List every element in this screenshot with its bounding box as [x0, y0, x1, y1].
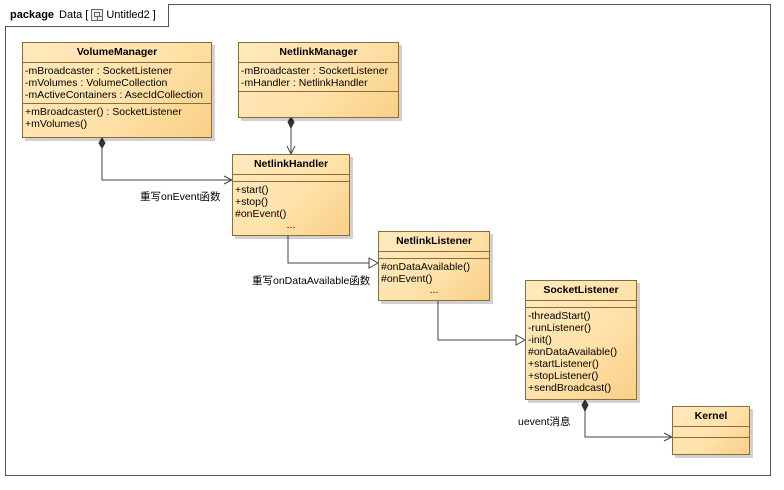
class-netlink-listener[interactable]: NetlinkListener #onDataAvailable() #onEv… [378, 231, 490, 301]
attributes-section [233, 175, 349, 182]
attribute: -mBroadcaster : SocketListener [25, 65, 173, 77]
label-override-on-event: 重写onEvent函数 [140, 191, 221, 203]
operations-section: +mBroadcaster() : SocketListener +mVolum… [23, 104, 211, 132]
operation: #onEvent() [235, 208, 287, 220]
generalization-listener-socketlistener [437, 301, 527, 346]
class-kernel[interactable]: Kernel [672, 406, 750, 455]
operation: +sendBroadcast() [528, 382, 612, 394]
bracket-open: [ [85, 9, 89, 21]
composition-diamond-socketlistener [581, 399, 589, 413]
operation: +startListener() [528, 358, 599, 370]
operations-section: -threadStart() -runListener() -init() #o… [526, 308, 636, 396]
class-name: SocketListener [526, 281, 636, 301]
attributes-section [526, 301, 636, 308]
bracket-close: ] [152, 9, 156, 21]
operations-section [673, 438, 749, 448]
class-name: VolumeManager [23, 43, 211, 63]
package-tab: package Data [ Untitled2 ] [5, 4, 169, 27]
operation: -init() [528, 334, 552, 346]
label-uevent-message: uevent消息 [518, 416, 571, 428]
attributes-section [673, 427, 749, 438]
operation: +start() [235, 184, 269, 196]
composition-diamond-volumemanager [98, 137, 106, 149]
operation: +mVolumes() [25, 118, 88, 130]
class-netlink-manager[interactable]: NetlinkManager -mBroadcaster : SocketLis… [238, 42, 399, 118]
attribute: -mBroadcaster : SocketListener [241, 65, 389, 77]
attribute: -mHandler : NetlinkHandler [241, 77, 368, 89]
operations-section [239, 92, 398, 116]
package-frame [5, 4, 771, 476]
operation: #onDataAvailable() [528, 346, 618, 358]
class-name: Kernel [673, 407, 749, 427]
attributes-section: -mBroadcaster : SocketListener -mVolumes… [23, 63, 211, 104]
operation-ellipsis: ... [286, 219, 296, 231]
attributes-section: -mBroadcaster : SocketListener -mHandler… [239, 63, 398, 92]
composition-diamond-netlinkmanager [287, 116, 295, 130]
operation: -threadStart() [528, 310, 591, 322]
class-name: NetlinkHandler [233, 155, 349, 175]
composition-socketlistener-kernel [584, 411, 672, 437]
class-volume-manager[interactable]: VolumeManager -mBroadcaster : SocketList… [22, 42, 212, 138]
class-name: NetlinkListener [379, 232, 489, 252]
diagram-name: Untitled2 [106, 9, 150, 21]
operation: +stop() [235, 196, 268, 208]
class-socket-listener[interactable]: SocketListener -threadStart() -runListen… [525, 280, 637, 400]
package-name: Data [59, 9, 83, 21]
attribute: -mActiveContainers : AsecIdCollection [25, 89, 203, 101]
class-name: NetlinkManager [239, 43, 398, 63]
diagram-icon [91, 9, 104, 21]
operation: #onEvent() [381, 273, 433, 285]
generalization-handler-listener [287, 236, 380, 269]
attributes-section [379, 252, 489, 259]
class-netlink-handler[interactable]: NetlinkHandler +start() +stop() #onEvent… [232, 154, 350, 236]
operations-section: #onDataAvailable() #onEvent() ... [379, 259, 489, 297]
package-keyword: package [10, 9, 55, 21]
operation: -runListener() [528, 322, 592, 334]
operation-ellipsis: ... [429, 284, 439, 296]
operations-section: +start() +stop() #onEvent() ... [233, 182, 349, 232]
operation: #onDataAvailable() [381, 261, 471, 273]
label-override-on-data-available: 重写onDataAvailable函数 [252, 275, 371, 287]
attribute: -mVolumes : VolumeCollection [25, 77, 168, 89]
operation: +mBroadcaster() : SocketListener [25, 106, 182, 118]
composition-volumemanager-netlinkhandler [101, 148, 232, 180]
operation: +stopListener() [528, 370, 599, 382]
